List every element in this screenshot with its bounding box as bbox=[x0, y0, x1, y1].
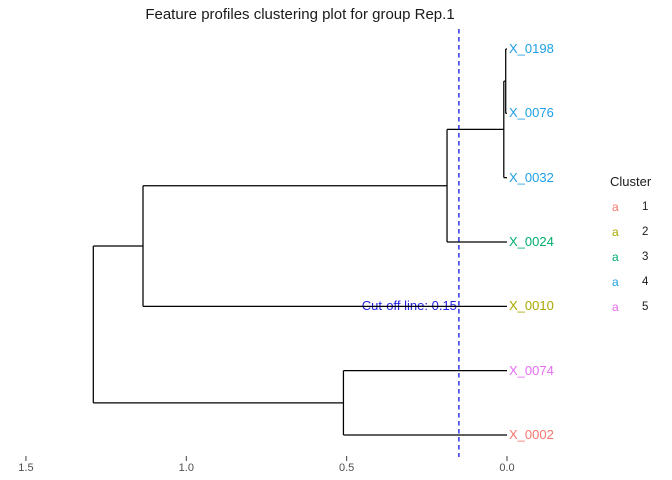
legend-key-glyph: a bbox=[612, 199, 619, 214]
legend-key-glyph: a bbox=[612, 274, 619, 289]
legend-item-label: 2 bbox=[642, 225, 649, 238]
leaf-label-X_0032: X_0032 bbox=[509, 169, 554, 185]
axis-tick-label-0.5: 0.5 bbox=[338, 462, 355, 474]
legend-item-label: 5 bbox=[642, 300, 649, 313]
legend-title: Cluster bbox=[610, 174, 652, 189]
axis-tick-label-1.5: 1.5 bbox=[18, 462, 34, 474]
plot-title: Feature profiles clustering plot for gro… bbox=[145, 6, 455, 23]
leaf-label-X_0002: X_0002 bbox=[509, 426, 554, 442]
leaf-label-X_0024: X_0024 bbox=[509, 233, 554, 249]
leaf-label-X_0198: X_0198 bbox=[509, 41, 554, 56]
cutoff-line-label: Cut-off line: 0.15 bbox=[361, 298, 457, 314]
legend-key-glyph: a bbox=[612, 249, 619, 264]
legend-item-label: 1 bbox=[642, 200, 649, 213]
legend-item-label: 4 bbox=[642, 275, 649, 288]
axis-tick-label-1.0: 1.0 bbox=[178, 462, 194, 474]
axis-tick-label-0.0: 0.0 bbox=[499, 462, 515, 474]
legend-item-label: 3 bbox=[642, 250, 649, 263]
leaf-label-X_0010: X_0010 bbox=[509, 298, 554, 314]
leaf-label-X_0074: X_0074 bbox=[509, 362, 554, 378]
legend-key-glyph: a bbox=[612, 299, 619, 314]
legend-key-glyph: a bbox=[612, 224, 619, 239]
leaf-label-X_0076: X_0076 bbox=[509, 105, 554, 121]
